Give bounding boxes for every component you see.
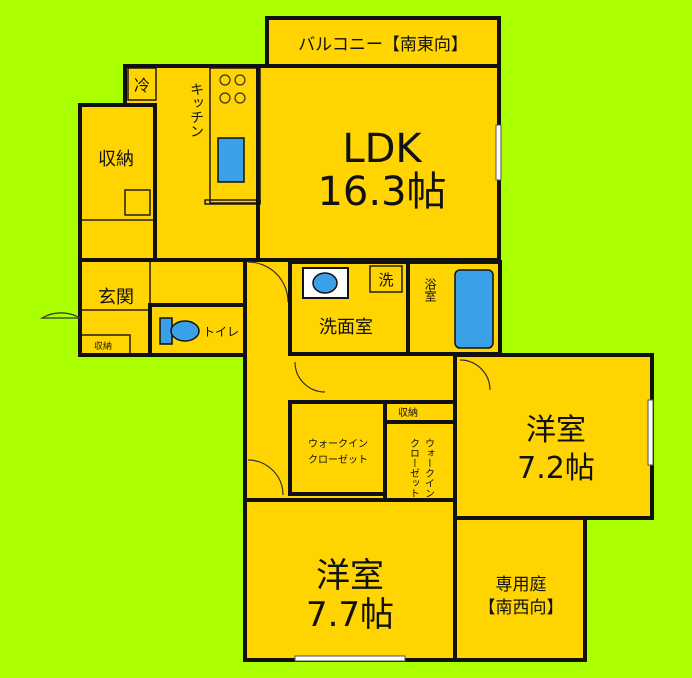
kitchen-area: キッチン (188, 67, 261, 205)
window (647, 399, 654, 466)
stove-burner-icon (219, 92, 231, 104)
hall-door (247, 261, 289, 303)
stove-burner-icon (234, 74, 246, 86)
private-garden: 専用庭 【南西向】 (453, 516, 587, 662)
wic2-line2: クローゼット (408, 438, 420, 498)
ldk-size: 16.3帖 (317, 169, 446, 215)
wic1-line1: ウォークイン (308, 438, 368, 450)
washer-label: 洗 (378, 271, 393, 289)
garden-line2: 【南西向】 (479, 598, 564, 618)
bath-label: 浴室 (423, 278, 437, 302)
hall-door (247, 459, 284, 496)
room-door (459, 359, 491, 391)
stove-burner-icon (219, 74, 231, 86)
storage-main-label: 収納 (98, 149, 134, 170)
window (294, 655, 406, 662)
ldk-name: LDK (342, 126, 423, 172)
toilet-label: トイレ (203, 325, 239, 339)
stove-burner-icon (234, 92, 246, 104)
window (495, 124, 502, 181)
washroom: 洗 洗面室 (288, 260, 410, 356)
fridge-space: 冷 (127, 67, 157, 101)
western-room-2: 洋室 7.7帖 (243, 498, 457, 662)
toilet-tank-icon (159, 317, 173, 345)
western1-name: 洋室 (526, 413, 586, 448)
kitchen-label: キッチン (188, 82, 204, 138)
storage-entrance-label: 収納 (94, 340, 112, 352)
western2-name: 洋室 (316, 556, 384, 596)
entrance-label: 玄関 (98, 287, 134, 308)
western-room-1: 洋室 7.2帖 (453, 353, 654, 520)
toilet-room: トイレ (148, 303, 247, 357)
balcony-label: バルコニー【南東向】 (298, 35, 468, 55)
kitchen-sink-icon (217, 137, 245, 183)
ldk-room: LDK 16.3帖 (78, 64, 502, 262)
bathtub-icon (454, 269, 494, 349)
storage-hall: 収納 (383, 400, 457, 424)
walk-in-closet-1: ウォークイン クローゼット (288, 400, 387, 496)
balcony-area: バルコニー【南東向】 (265, 16, 501, 68)
storage-hall-label: 収納 (398, 406, 418, 419)
fridge-label: 冷 (134, 76, 150, 95)
toilet-bowl-icon (170, 320, 200, 342)
basin-bowl-icon (312, 272, 338, 294)
garden-line1: 専用庭 (496, 575, 547, 595)
bathroom: 浴室 (406, 260, 502, 356)
western1-size: 7.2帖 (517, 451, 595, 486)
hall-door (294, 361, 326, 393)
entrance-door (39, 312, 81, 319)
storage-main: 収納 (79, 104, 156, 221)
wic1-line2: クローゼット (308, 454, 368, 466)
western2-size: 7.7帖 (306, 595, 394, 635)
wic2-line1: ウォークイン (423, 438, 435, 498)
washroom-label: 洗面室 (319, 317, 373, 338)
